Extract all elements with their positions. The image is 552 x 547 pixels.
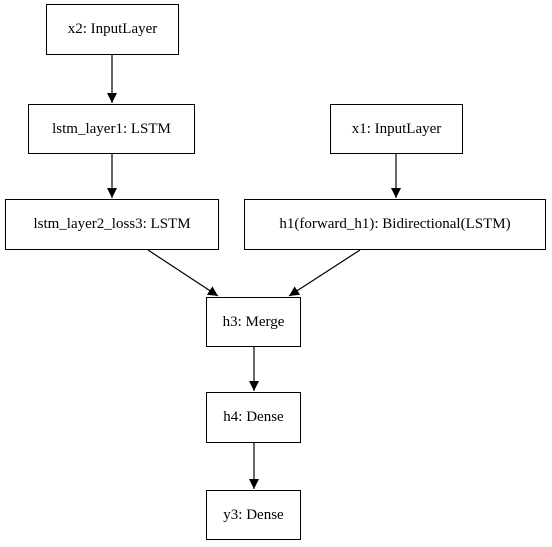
node-h4-dense: h4: Dense: [206, 392, 301, 443]
node-label: lstm_layer1: LSTM: [52, 120, 171, 137]
edge-h1-to-h3: [288, 249, 361, 297]
node-label: x1: InputLayer: [351, 120, 442, 137]
edge-lstm-layer2-loss3-to-h3: [147, 249, 219, 297]
node-label: h1(forward_h1): Bidirectional(LSTM): [279, 216, 511, 232]
node-x2-input-layer: x2: InputLayer: [46, 4, 179, 55]
node-label: h4: Dense: [223, 409, 284, 425]
node-label: y3: Dense: [223, 506, 284, 523]
node-h3-merge: h3: Merge: [206, 297, 301, 347]
node-label: lstm_layer2_loss3: LSTM: [33, 216, 191, 232]
node-h1-bidirectional: h1(forward_h1): Bidirectional(LSTM): [244, 199, 546, 250]
node-label: x2: InputLayer: [67, 21, 158, 37]
node-x1-input-layer: x1: InputLayer: [330, 104, 463, 154]
node-label: h3: Merge: [222, 313, 285, 330]
node-lstm-layer1: lstm_layer1: LSTM: [28, 104, 195, 154]
node-lstm-layer2-loss3: lstm_layer2_loss3: LSTM: [5, 199, 219, 250]
node-y3-dense: y3: Dense: [206, 490, 301, 540]
